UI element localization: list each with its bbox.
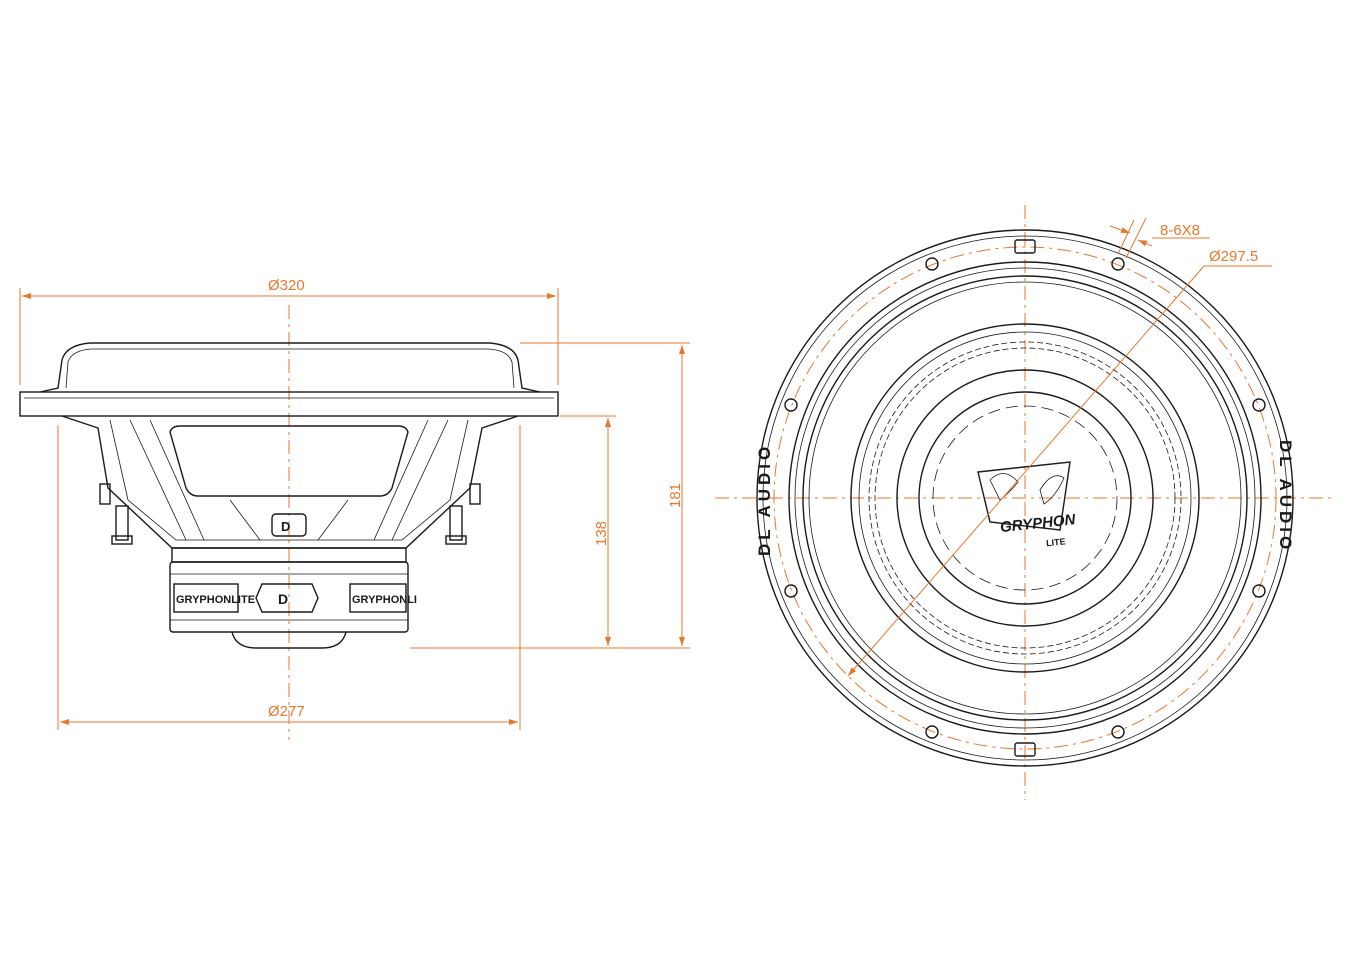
frame-logo-top-icon xyxy=(1014,239,1036,254)
magnet xyxy=(169,561,409,633)
dim-basket-diameter-label: Ø277 xyxy=(268,703,305,720)
brand-text-right: DL AUDIO xyxy=(1276,440,1295,553)
front-view: DL AUDIO DL AUDIO GRYPHON LITE Ø297.5 8-… xyxy=(715,205,1335,800)
magnet-label-right-box xyxy=(349,583,407,613)
dim-holes-label: 8-6X8 xyxy=(1160,222,1200,239)
dim-outer-diameter-label: Ø320 xyxy=(268,277,305,294)
dim-bolt-circle: Ø297.5 xyxy=(847,248,1272,677)
dim-mounting-depth-label: 138 xyxy=(593,521,610,546)
cap-logo-line1: GRYPHON xyxy=(999,511,1077,536)
frame-outer xyxy=(756,229,1294,767)
terminal-left xyxy=(99,483,133,545)
hole-icon xyxy=(784,584,798,598)
dim-total-depth-label: 181 xyxy=(667,483,684,508)
side-view: D GRYPHONLITE D GRYPHONLI Ø320 xyxy=(19,277,690,740)
magnet-label-left: GRYPHONLITE xyxy=(176,594,255,606)
gasket-ring xyxy=(788,261,1262,735)
magnet-logo-badge xyxy=(255,583,319,613)
hole-icon xyxy=(925,725,939,739)
dim-total-depth: 181 xyxy=(520,342,690,646)
dim-bolt-circle-label: Ø297.5 xyxy=(1209,248,1258,265)
hole-icon xyxy=(1252,584,1266,598)
surround-mid xyxy=(808,281,1242,715)
hole-icon xyxy=(1252,398,1266,412)
brand-text-left: DL AUDIO xyxy=(755,443,774,556)
basket-inner xyxy=(109,419,469,541)
mounting-flange xyxy=(19,391,559,417)
frame-edge xyxy=(762,235,1288,761)
surround-outer xyxy=(802,275,1248,721)
gasket-inner xyxy=(794,267,1256,729)
cone-edge xyxy=(858,331,1192,665)
hole-icon xyxy=(925,257,939,271)
terminal-right xyxy=(445,483,481,545)
surround-dome xyxy=(39,342,541,393)
basket-logo-mark: D xyxy=(281,519,290,534)
hole-icon xyxy=(784,398,798,412)
mounting-holes xyxy=(784,257,1266,739)
magnet-label-left-box xyxy=(173,583,239,613)
basket-window xyxy=(169,425,409,497)
magnet-label-right: GRYPHONLI xyxy=(352,594,417,606)
emblem-shield-icon xyxy=(977,461,1071,531)
frame-logo-bottom-icon xyxy=(1014,742,1036,757)
hole-icon xyxy=(1111,257,1125,271)
dim-basket-diameter: Ø277 xyxy=(57,425,521,730)
vent-bump xyxy=(231,631,347,649)
surround-inner xyxy=(65,348,515,389)
dim-mounting-depth: 138 xyxy=(410,415,690,649)
basket-logo-icon xyxy=(271,513,307,537)
cone-dashed-ring-2 xyxy=(874,347,1176,649)
bolt-circle xyxy=(773,246,1277,750)
dim-outer-diameter: Ø320 xyxy=(19,277,559,385)
cone-dashed-ring xyxy=(868,341,1182,655)
surround-inner-edge xyxy=(850,323,1200,673)
magnet-logo-mark: D xyxy=(278,591,288,607)
dust-cap-outer xyxy=(918,391,1132,605)
gryphon-emblem: GRYPHON LITE xyxy=(977,461,1077,548)
cap-logo-line2: LITE xyxy=(1046,536,1066,548)
dust-cap-dashed xyxy=(932,405,1118,591)
cone-body xyxy=(896,369,1154,627)
basket-spokes xyxy=(129,419,449,541)
dim-holes: 8-6X8 xyxy=(1109,217,1210,259)
hole-icon xyxy=(1111,725,1125,739)
